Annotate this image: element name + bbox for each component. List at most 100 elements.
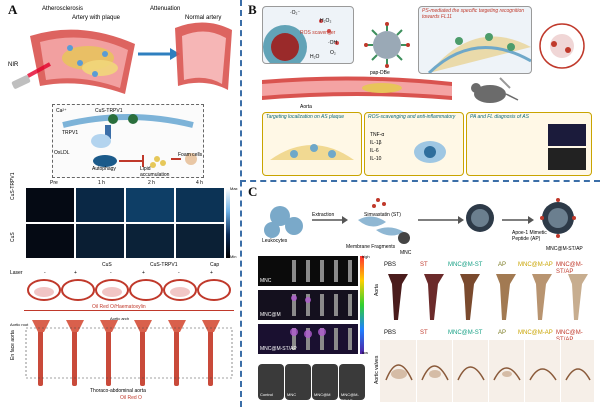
group-ap-1: AP — [498, 262, 507, 268]
pa-images — [548, 124, 586, 170]
targeting-box — [418, 6, 532, 75]
blood-vessel — [262, 74, 452, 104]
ct-label-mnc: MNC — [287, 392, 297, 397]
synthesis-scheme — [258, 190, 594, 254]
group-mncm-ap-2: MNC@M-AP — [518, 330, 553, 336]
label-stain: Oil Red O/Haematoxylin — [92, 304, 146, 310]
pa-imaging-grid: CuS-TRPV1 CuS Pre 1 h 2 h 4 h Max Min — [10, 172, 238, 260]
colorbar-max: Max — [230, 186, 238, 191]
pa-image-r2c2 — [76, 224, 124, 258]
label-extraction: Extraction — [312, 212, 335, 218]
label-membrane: Membrane Fragments — [346, 244, 396, 250]
group-cus-trpv1: CuS-TRPV1 — [150, 262, 178, 268]
label-foam-cells: Foam cells — [178, 152, 203, 158]
laser-mark-6: + — [210, 270, 213, 276]
macrophage-icon — [410, 136, 450, 166]
laser-mark-4: + — [142, 270, 145, 276]
pa-image-r1c4 — [176, 188, 224, 222]
colorbar-min: Min — [230, 254, 237, 259]
label-pap: pap-DBe — [370, 70, 390, 76]
label-simvastatin: Simvastatin (ST) — [364, 212, 401, 218]
panel-a-letter: A — [8, 2, 18, 17]
ros-o2: ·O₂⁻ — [290, 10, 301, 16]
group-product-1: MNC@M-ST/AP — [556, 262, 583, 275]
cytokine-2: IL-1β — [370, 140, 382, 146]
ct-label-control: Control — [260, 392, 273, 397]
laser-mark-2: + — [74, 270, 77, 276]
label-oxldl: OxLDL — [54, 150, 70, 156]
laser-mark-3: - — [110, 270, 112, 276]
aorta-images — [380, 270, 594, 322]
ros-oh: ·OH — [328, 40, 338, 46]
group-ap-2: AP — [498, 330, 507, 336]
pa-image-r1c2 — [76, 188, 124, 222]
pa-colorbar — [226, 188, 230, 258]
fluor-label-mncm: MNC@M — [260, 312, 281, 318]
en-face-aortas: En face aorta Aortic root Aortic arch Th… — [10, 316, 236, 402]
group-cap: Cap — [210, 262, 220, 268]
fluor-label-mnc: MNC — [260, 278, 272, 284]
mouse-illustration — [460, 76, 520, 106]
cytokine-1: TNF-α — [370, 132, 385, 138]
cross-section-strip: CuS CuS-TRPV1 Cap Laser - + - + - + Oil … — [10, 262, 236, 312]
panel-c-letter: C — [248, 184, 258, 199]
row-label-cus: CuS — [10, 232, 16, 242]
fluor-label-product: MNC@M-ST/AP — [260, 346, 297, 352]
ros-h2o: H₂O — [310, 54, 320, 60]
horizontal-divider — [240, 180, 600, 182]
ros-o2-product: O₂ — [330, 50, 336, 56]
time-2h: 2 h — [148, 180, 155, 186]
label-mnc: MNC — [400, 250, 412, 256]
laser-mark-5: - — [178, 270, 180, 276]
label-targeting: PS-mediated the specific targeting recog… — [422, 8, 525, 20]
ct-label-mncm: MNC@M — [314, 392, 331, 397]
label-normal-artery: Normal artery — [185, 15, 222, 21]
label-box3: PA and FL diagnosis of AS — [470, 114, 529, 120]
group-mncm-st-2: MNC@M-ST — [448, 330, 483, 336]
label-atherosclerosis: Atherosclerosis — [42, 6, 84, 12]
group-pbs-2: PBS — [384, 330, 397, 336]
time-4h: 4 h — [196, 180, 203, 186]
time-pre: Pre — [50, 180, 58, 186]
pa-image-r2c4 — [176, 224, 224, 258]
ros-h2o2: H₂O₂ — [320, 18, 332, 24]
group-cus: CuS — [102, 262, 112, 268]
pa-image-r1c1 — [26, 188, 74, 222]
label-nir: NIR — [8, 62, 19, 68]
group-mncm-ap-1: MNC@M-AP — [518, 262, 553, 268]
label-oil-red: Oil Red O — [120, 395, 142, 401]
label-box2: ROS-scavenging and anti-inflammatory — [368, 114, 456, 120]
ct-scan-inset — [534, 18, 590, 74]
plaque-section — [270, 130, 354, 170]
ros-scavenger-box — [262, 6, 354, 69]
laser-mark-1: - — [44, 270, 46, 276]
fluorescence-panel: MNC MNC@M MNC@M-ST/AP — [258, 256, 366, 360]
label-vessel: Aorta — [300, 104, 312, 110]
label-ca: Ca²⁺ — [56, 108, 67, 114]
label-box1: Targeting localization on AS plaque — [266, 114, 345, 120]
group-st-2: ST — [420, 330, 428, 336]
label-laser: Laser — [10, 270, 23, 276]
valve-images — [380, 340, 594, 402]
fluor-colorbar — [360, 256, 364, 354]
stain-underline — [24, 310, 234, 311]
label-product: MNC@M-ST/AP — [546, 246, 583, 252]
label-apoe: Apoe-1 Mimetic Peptide (AP) — [512, 230, 547, 242]
nanoparticle — [362, 20, 412, 70]
cytokine-3: IL-6 — [370, 148, 379, 154]
group-st-1: ST — [420, 262, 428, 268]
ct-label-product: MNC@M-ST/AP — [341, 392, 359, 403]
row-label-cus-trpv1: CuS-TRPV1 — [10, 172, 16, 200]
group-pbs-1: PBS — [384, 262, 397, 268]
label-leukocytes: Leukocytes — [262, 238, 288, 244]
vertical-divider — [240, 0, 242, 407]
label-lipid-accumulation: Lipid accumulation — [140, 166, 170, 178]
group-mncm-st-1: MNC@M-ST — [448, 262, 483, 268]
pa-image-r2c3 — [126, 224, 174, 258]
colorbar-high: high — [362, 254, 370, 259]
artery-illustration — [10, 8, 235, 100]
label-cus-trpv1: CuS-TRPV1 — [95, 108, 123, 114]
label-attenuation: Attenuation — [150, 6, 181, 12]
time-1h: 1 h — [98, 180, 105, 186]
pa-image-r1c3 — [126, 188, 174, 222]
